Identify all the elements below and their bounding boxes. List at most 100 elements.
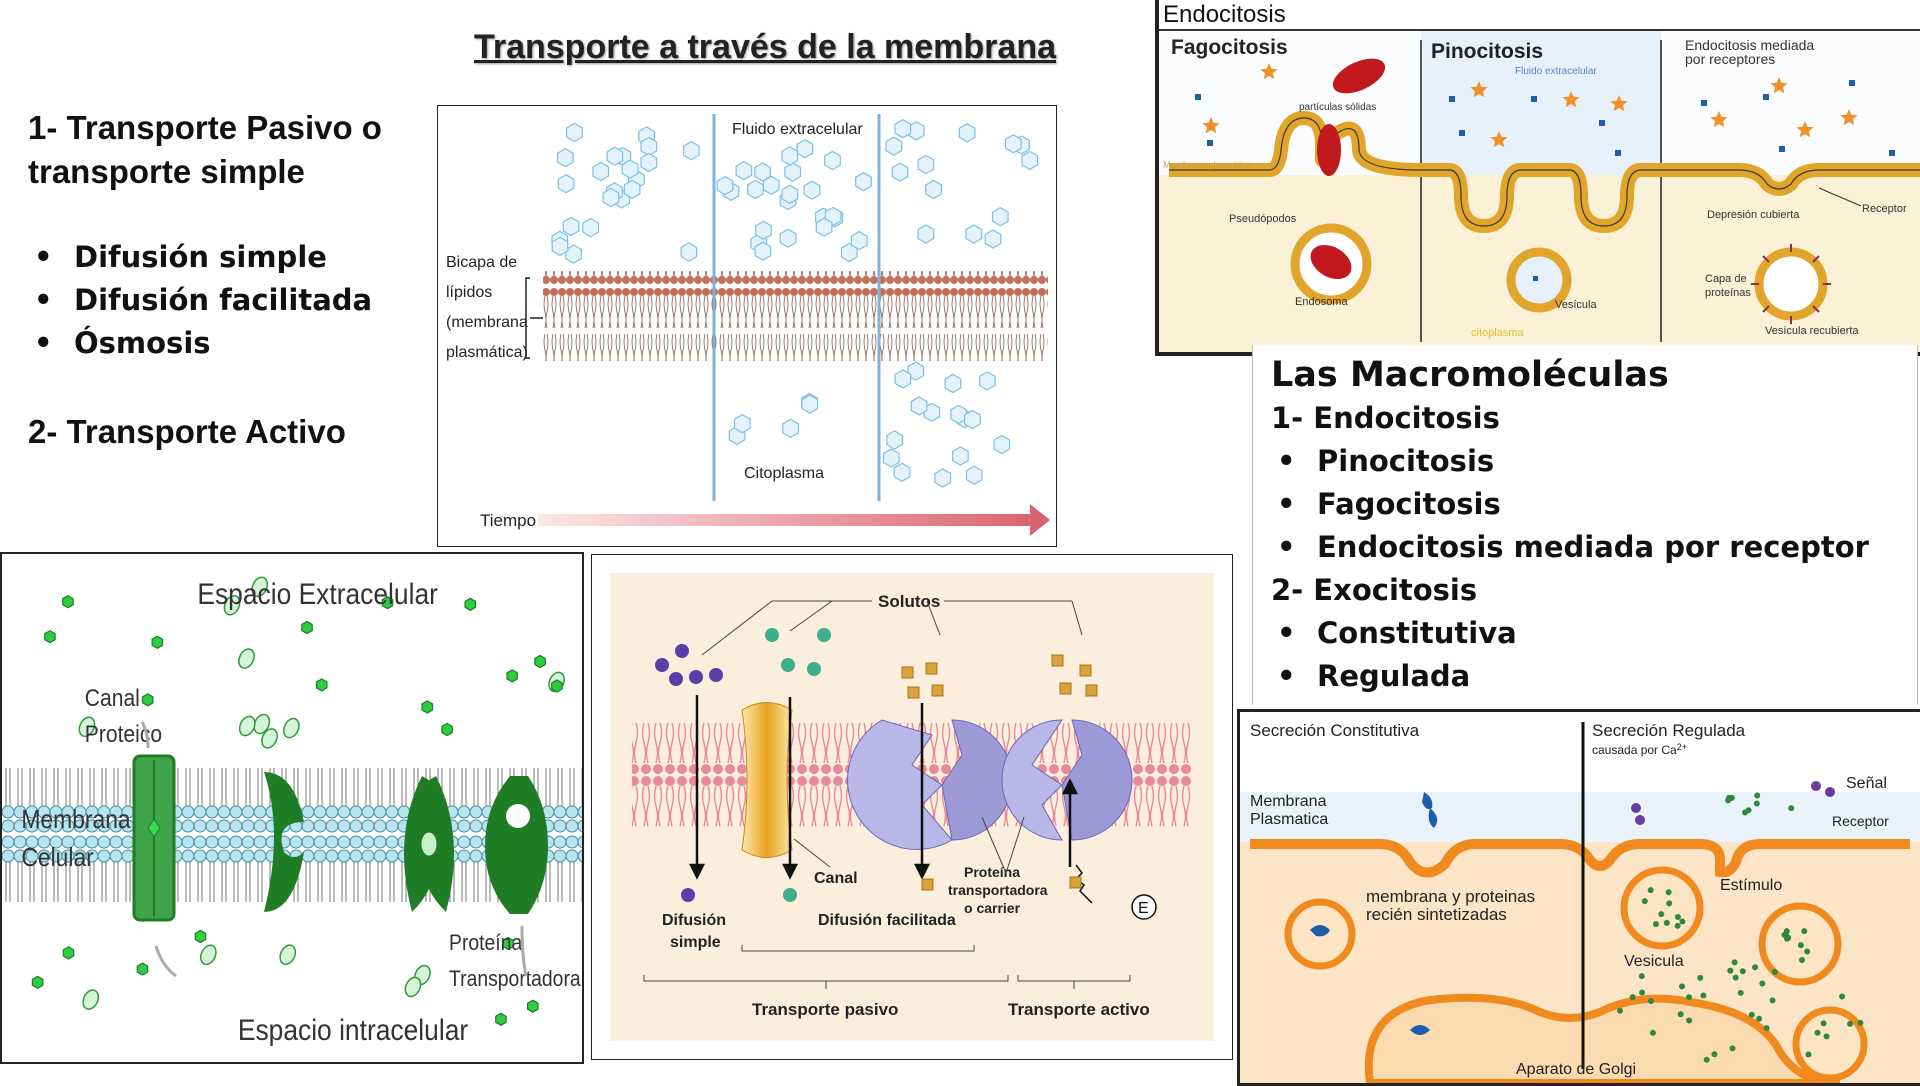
secretion-diagram: Secreción Constitutiva Secreción Regulad… [1240, 712, 1920, 1083]
solute [1059, 682, 1072, 695]
molecule [1562, 91, 1580, 108]
protein-coat-label: proteínas [1705, 287, 1751, 299]
molecule [1260, 63, 1278, 80]
molecule [199, 944, 217, 966]
molecule [623, 179, 641, 199]
granule [1677, 1011, 1684, 1018]
molecule [640, 136, 658, 157]
endocytosis-heading: 1- Endocitosis [1271, 401, 1500, 435]
molecule [606, 146, 624, 166]
molecule [556, 148, 574, 168]
pinocytosis-label: Pinocitosis [1431, 40, 1543, 63]
carrier-protein [847, 719, 953, 850]
solute [1085, 684, 1098, 697]
molecule [754, 241, 772, 261]
molecule [1849, 80, 1855, 86]
molecule [762, 175, 780, 195]
molecule [253, 713, 271, 735]
molecule [1763, 94, 1769, 100]
molecule [716, 175, 734, 196]
molecule [621, 159, 639, 179]
granule [1725, 797, 1732, 804]
solute [675, 644, 689, 658]
vesicle [1620, 866, 1704, 950]
molecule [441, 722, 453, 737]
bilayer-label: (membrana [446, 314, 528, 331]
channel-label: Canal [85, 685, 140, 712]
molecule [1531, 96, 1537, 102]
granule [1739, 968, 1746, 975]
molecule [784, 162, 802, 182]
solute [901, 666, 914, 679]
molecule [551, 679, 563, 693]
molecule [782, 418, 799, 438]
granule [1652, 921, 1659, 928]
receptor-endocytosis-label: Endocitosis mediada [1685, 37, 1814, 53]
molecule [1207, 140, 1213, 146]
regulated-secretion-label: Secreción Regulada [1592, 721, 1746, 740]
molecule [557, 174, 575, 194]
coated-vesicle-label: Vesícula recubierta [1765, 325, 1859, 337]
passive-transport-heading: 1- Transporte Pasivo o transporte simple [28, 109, 382, 190]
simple-diffusion-label: simple [670, 934, 721, 951]
energy-symbol: E [1138, 900, 1149, 917]
receptor-endocytosis-label: por receptores [1685, 51, 1775, 67]
molecule [238, 648, 255, 669]
solute [669, 672, 683, 686]
solute [1051, 654, 1064, 667]
passive-transport-label: Transporte pasivo [752, 1000, 898, 1019]
granule [1737, 989, 1744, 996]
calcium-label: causada por Ca2+ [1592, 742, 1687, 757]
carrier-label: Proteína [449, 931, 523, 955]
molecule [582, 217, 600, 238]
diffusion-panel: Fluido extracelular Citoplasma Bicapa de… [437, 105, 1057, 547]
granule [1804, 948, 1811, 955]
time-arrow [538, 504, 1050, 536]
granule [1754, 792, 1761, 799]
molecule [404, 976, 422, 998]
list-item: Endocitosis mediada por receptor [1271, 526, 1917, 569]
granule [1823, 1033, 1830, 1040]
granule [1666, 900, 1673, 907]
molecule [78, 716, 96, 738]
granule [1663, 919, 1670, 926]
molecule [735, 160, 753, 181]
solid-particle [1317, 124, 1341, 176]
granule [1752, 964, 1759, 971]
granule [1629, 994, 1636, 1001]
granule [1647, 998, 1654, 1005]
molecule [978, 371, 996, 391]
molecule [136, 962, 149, 976]
granule [1784, 935, 1791, 942]
granule [1639, 989, 1646, 996]
granule [1763, 1025, 1770, 1032]
cytoplasm-label: Citoplasma [744, 465, 824, 482]
endocytosis-diagram: Endocitosis Fagocitosis Pinocitosis Endo… [1159, 1, 1920, 352]
molecule [62, 595, 74, 609]
carrier-protein [1001, 719, 1063, 841]
solid-particle [1332, 58, 1386, 94]
constitutive-secretion-label: Secreción Constitutiva [1250, 721, 1420, 740]
molecule [1610, 95, 1628, 112]
solutes-label: Solutos [878, 592, 940, 611]
molecule [1701, 100, 1707, 106]
molecule [1004, 134, 1022, 154]
simple-diffusion-label: Difusión [662, 912, 726, 929]
exocytosis-list: Constitutiva Regulada [1253, 612, 1917, 698]
green-molecules [31, 576, 565, 1026]
endocytosis-panel: Endocitosis Fagocitosis Pinocitosis Endo… [1155, 0, 1920, 356]
solute-diagram: Solutos E Difusión simple Canal Difusión… [610, 573, 1214, 1041]
molecule [194, 929, 207, 944]
granule [1783, 928, 1790, 935]
carrier-protein-label: transportadora [948, 882, 1048, 898]
solute [807, 662, 821, 676]
molecule [1195, 94, 1201, 100]
molecule [683, 140, 700, 161]
solute [1079, 664, 1092, 677]
channel-diagram: Espacio Extracelular Canal Proteico Memb… [2, 576, 582, 1046]
granule [1638, 973, 1645, 980]
coated-pit-label: Depresión cubierta [1707, 209, 1800, 221]
molecule [891, 162, 909, 182]
molecule [801, 394, 819, 414]
granule [1641, 898, 1648, 905]
